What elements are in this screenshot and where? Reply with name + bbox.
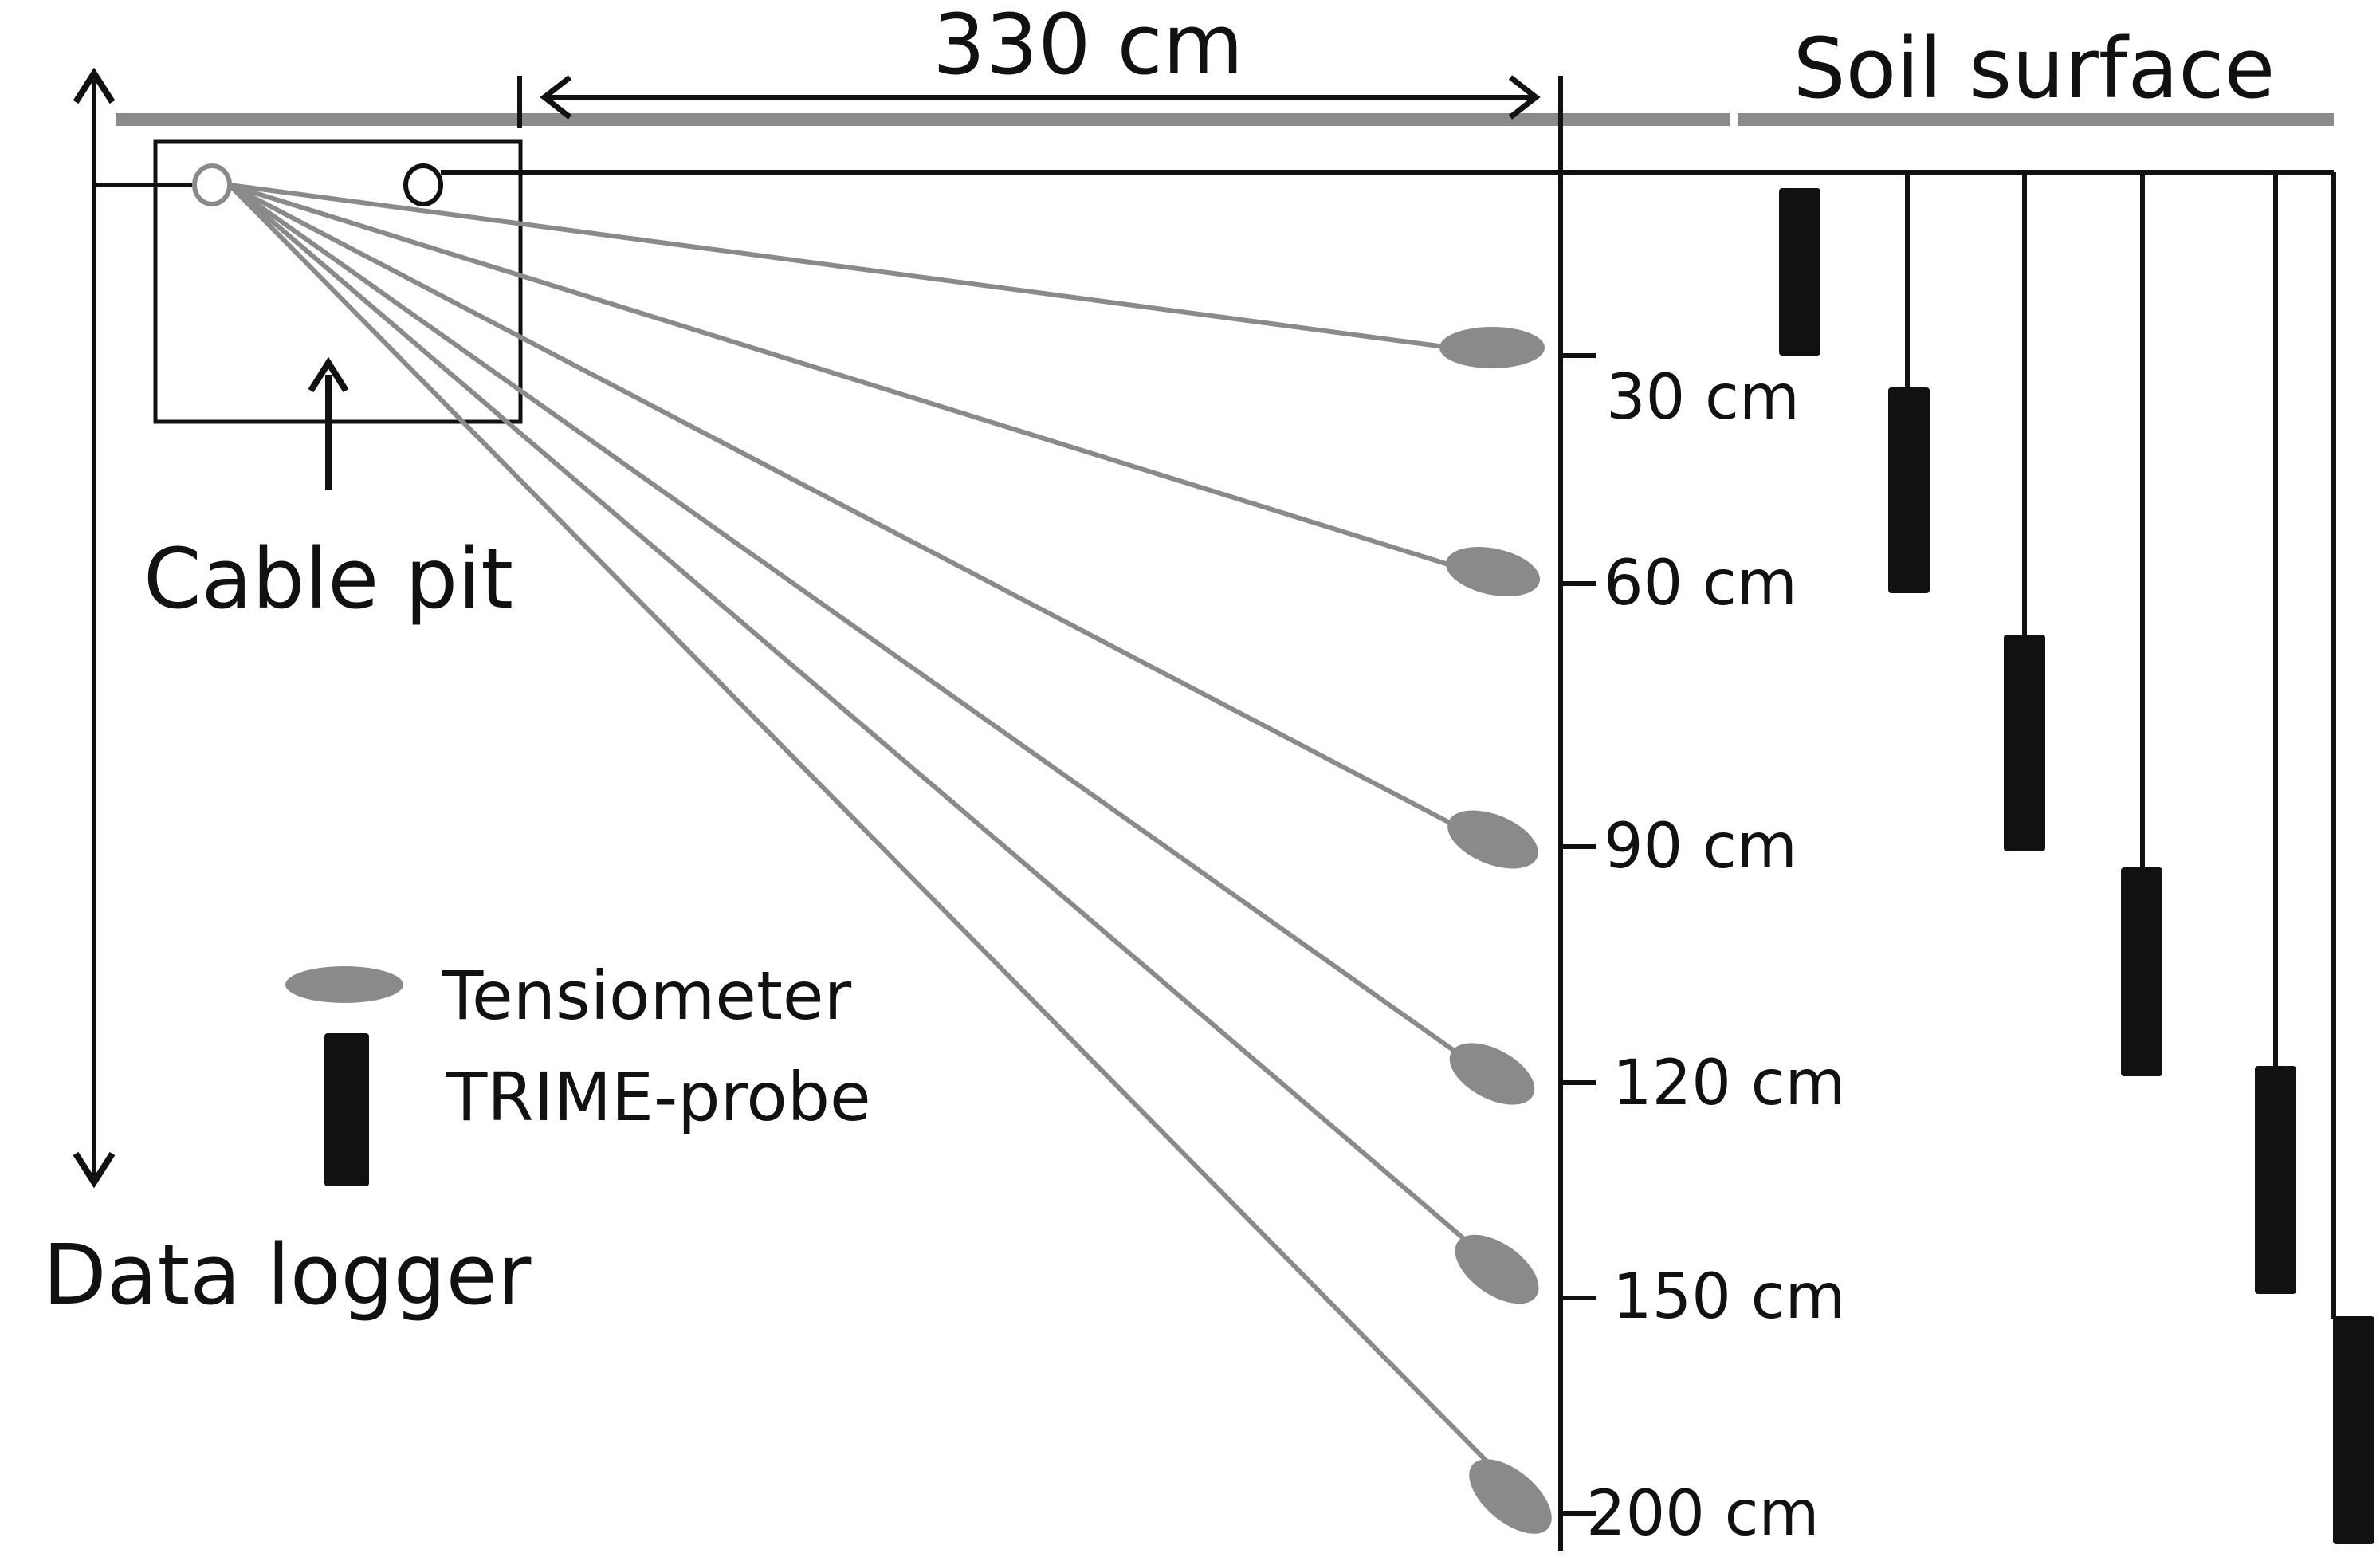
depth-label-30: 30 cm	[1606, 362, 1800, 434]
cable-200	[227, 183, 1505, 1480]
tensiometer-200	[1469, 1459, 1552, 1534]
data-logger-arrow-top	[73, 67, 116, 104]
distance-arrow-right	[1508, 75, 1541, 120]
legend-tensiometer-label: Tensiometer	[442, 957, 852, 1035]
tensiometers	[1439, 327, 1552, 1534]
soil-surface-label: Soil surface	[1793, 20, 2276, 117]
trime-probe-60	[1888, 387, 1930, 593]
trime-probe-150	[2255, 1066, 2296, 1294]
cable-60	[229, 183, 1459, 570]
trime-probe-200	[2333, 1316, 2374, 1544]
tensiometer-120	[1449, 1043, 1535, 1105]
legend-trime-probe-label: TRIME-probe	[446, 1058, 871, 1136]
data-logger-label: Data logger	[43, 1226, 532, 1323]
tensiometer-150	[1455, 1234, 1539, 1304]
trime-probes	[1779, 188, 2374, 1544]
distance-arrow-left	[540, 75, 572, 120]
trime-probe-30	[1779, 188, 1820, 356]
cable-pit-label: Cable pit	[143, 530, 513, 627]
depth-label-150: 150 cm	[1612, 1261, 1846, 1333]
tensiometer-60	[1446, 547, 1540, 596]
legend-trime-probe-symbol	[324, 1033, 369, 1186]
cable-30	[229, 183, 1451, 350]
legend-tensiometer-symbol	[285, 966, 403, 1003]
depth-label-120: 120 cm	[1612, 1048, 1846, 1119]
distance-label: 330 cm	[933, 0, 1243, 93]
data-logger-arrow-bottom	[73, 1151, 116, 1189]
depth-labels: 30 cm 60 cm 90 cm 120 cm 150 cm 200 cm	[1586, 362, 1846, 1550]
trime-probe-wires	[1905, 172, 2336, 1319]
tensiometer-cables	[227, 183, 1505, 1480]
cable-120	[228, 183, 1476, 1068]
cable-90	[228, 183, 1468, 834]
cable-pit-arrow-head	[308, 356, 349, 393]
depth-label-90: 90 cm	[1604, 811, 1797, 883]
trime-probe-120	[2121, 867, 2162, 1076]
depth-label-200: 200 cm	[1586, 1478, 1820, 1550]
cable-150	[228, 183, 1488, 1260]
depth-ticks	[1561, 353, 1596, 1516]
cable-connector-right	[403, 163, 443, 206]
cable-pit-box	[153, 139, 523, 424]
tensiometer-90	[1447, 810, 1538, 869]
tensiometer-30	[1439, 327, 1545, 368]
cable-connector-left	[192, 163, 232, 206]
depth-label-60: 60 cm	[1604, 548, 1797, 619]
trime-probe-90	[2004, 635, 2045, 851]
